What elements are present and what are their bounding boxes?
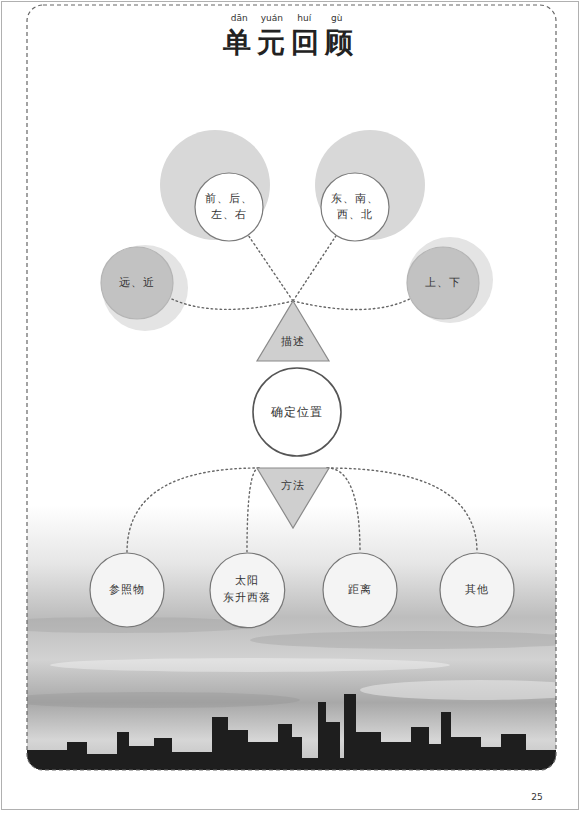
node-label: 确定位置 bbox=[271, 403, 323, 421]
circle-outline bbox=[194, 172, 264, 242]
dotted-connector bbox=[171, 299, 293, 310]
title-text: 单元回顾 bbox=[223, 24, 359, 62]
node-text-group: 前、后、左、右 bbox=[204, 191, 254, 224]
triangle-shape bbox=[257, 468, 329, 528]
pinyin-label: huí bbox=[297, 13, 311, 23]
dotted-connector bbox=[293, 299, 410, 310]
circle-shape bbox=[195, 173, 263, 241]
circle-shape bbox=[101, 247, 173, 319]
node-text-group: 远、近 bbox=[119, 275, 155, 292]
circle-shape bbox=[440, 553, 514, 627]
topic-circle: 确定位置 bbox=[252, 367, 342, 457]
page-number: 25 bbox=[531, 792, 542, 802]
pinyin-label: gù bbox=[331, 13, 342, 23]
dashed-frame bbox=[27, 5, 556, 770]
dotted-connector bbox=[249, 236, 293, 301]
direction-triangle: 描述 bbox=[256, 300, 330, 362]
dotted-connector bbox=[247, 468, 259, 552]
topic-circle: 太阳 东升西落 bbox=[209, 552, 286, 629]
dotted-connector bbox=[327, 468, 477, 552]
node-text-group: 其他 bbox=[465, 582, 489, 599]
node-label: 距离 bbox=[348, 582, 372, 599]
circle-shape bbox=[407, 247, 479, 319]
dotted-connector bbox=[327, 468, 360, 552]
node-label: 上、下 bbox=[425, 275, 461, 292]
topic-circle: 远、近 bbox=[100, 246, 174, 320]
circle-shape bbox=[210, 553, 285, 628]
node-text-group: 确定位置 bbox=[271, 403, 323, 421]
topic-circle: 其他 bbox=[439, 552, 515, 628]
node-label: 前、后、左、右 bbox=[204, 191, 254, 224]
topic-circle: 前、后、左、右 bbox=[194, 172, 264, 242]
node-text-group: 太阳 东升西落 bbox=[218, 573, 276, 606]
node-label: 其他 bbox=[465, 582, 489, 599]
node-label: 方法 bbox=[281, 478, 305, 495]
topic-circle: 东、南、西、北 bbox=[320, 172, 390, 242]
city-skyline bbox=[27, 694, 556, 770]
decor-halo bbox=[102, 245, 188, 331]
node-label: 东、南、西、北 bbox=[330, 191, 380, 224]
pinyin-label: dān bbox=[231, 13, 248, 23]
circle-shape bbox=[253, 368, 341, 456]
node-label: 太阳 东升西落 bbox=[218, 573, 276, 606]
dotted-connector bbox=[127, 468, 259, 552]
decor-halo bbox=[160, 130, 270, 240]
circle-shape bbox=[321, 173, 389, 241]
topic-circle: 参照物 bbox=[89, 552, 165, 628]
triangle-outline bbox=[256, 467, 330, 529]
node-label: 描述 bbox=[281, 334, 305, 351]
node-text-group: 描述 bbox=[281, 334, 305, 351]
node-text-group: 距离 bbox=[348, 582, 372, 599]
triangle-shape bbox=[257, 301, 329, 361]
node-text-group: 参照物 bbox=[109, 582, 145, 599]
circle-outline bbox=[209, 552, 286, 629]
pinyin-label: yuán bbox=[261, 13, 283, 23]
node-text-group: 东、南、西、北 bbox=[330, 191, 380, 224]
decor-halo bbox=[315, 130, 425, 240]
node-label: 参照物 bbox=[109, 582, 145, 599]
node-label: 远、近 bbox=[119, 275, 155, 292]
direction-triangle: 方法 bbox=[256, 467, 330, 529]
dotted-connector bbox=[293, 236, 336, 301]
node-text-group: 方法 bbox=[281, 478, 305, 495]
topic-circle: 上、下 bbox=[406, 246, 480, 320]
triangle-outline bbox=[256, 300, 330, 362]
topic-circle: 距离 bbox=[322, 552, 398, 628]
circle-shape bbox=[90, 553, 164, 627]
decor-halo bbox=[407, 237, 493, 323]
node-text-group: 上、下 bbox=[425, 275, 461, 292]
circle-shape bbox=[323, 553, 397, 627]
circle-outline bbox=[320, 172, 390, 242]
